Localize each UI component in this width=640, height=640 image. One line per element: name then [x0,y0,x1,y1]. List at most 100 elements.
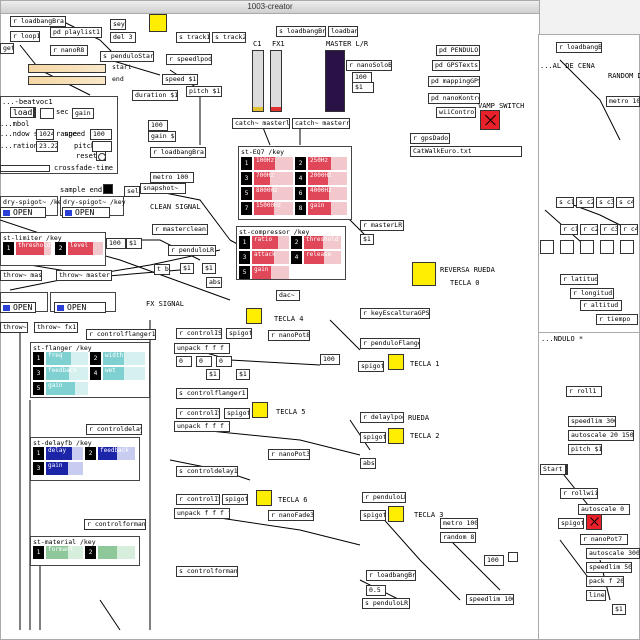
longitud-receiver[interactable]: r longitud [570,288,614,299]
speed-number[interactable]: 100 [90,129,112,140]
tecla5-bang[interactable] [252,402,268,418]
spigot-5[interactable]: spigot [222,494,248,505]
right-dollar-1[interactable]: $1 [612,604,626,615]
pd-mappinggps[interactable]: pd mappingGPS [428,76,480,87]
end-slider[interactable] [28,76,106,85]
c1-receiver[interactable]: r c1 [560,224,578,235]
playlist-subpatch[interactable]: pd playlist1 [50,27,102,38]
pd-nanokontrol[interactable]: pd nanoKontrol [428,93,480,104]
nanopot7-receiver[interactable]: r nanoPot7 [580,534,628,545]
rollwii-receiver[interactable]: r rollwii [560,488,598,499]
nanopot8-receiver[interactable]: r nanoPot8 [268,330,310,341]
loadbang-object[interactable]: loadbang [328,26,358,37]
tb-object[interactable]: t b [154,264,170,275]
loadbang-receiver-3[interactable]: r loadbangBra [366,570,416,581]
window-size-number[interactable]: 1024 [36,129,54,140]
metro-toggle[interactable] [508,552,518,562]
loadbang-receiver[interactable]: r loadbangBra [10,16,66,27]
sec-number[interactable] [40,108,54,119]
send-track1[interactable]: s track1 [176,32,210,43]
line-object[interactable]: line [586,590,606,601]
roll1-receiver[interactable]: r roll1 [566,386,602,397]
number-100b[interactable]: 100 [106,238,126,249]
pendulo-flanger-receiver[interactable]: r penduloFlanger [360,338,420,349]
latitud-receiver[interactable]: r latitud [560,274,598,285]
start-message[interactable]: Start [540,464,568,475]
c1-fader[interactable] [252,50,264,112]
master-fader[interactable] [325,50,345,112]
speed-receiver[interactable]: r speedlpod [166,54,212,65]
dollar-msg-4[interactable]: $1 [360,234,374,245]
send-controldelay-1[interactable]: s controldelay1 [176,466,238,477]
pack-f-20[interactable]: pack f 20 [586,576,624,587]
open-button-1[interactable]: OPEN [0,207,46,218]
sel-1-object[interactable]: sel 1 [124,186,140,197]
gain-send[interactable]: gain $1 [148,131,176,142]
right-metro[interactable]: metro 10 [606,96,640,107]
reversa-rueda-bang[interactable] [412,262,436,286]
throw-masterl[interactable]: throw~ masterl [0,270,42,281]
dollar-msg-1[interactable]: $1 [126,238,142,249]
reset-bang[interactable] [96,151,106,161]
dollar-msg-5[interactable]: $1 [206,369,220,380]
crossfade-slider[interactable] [0,165,50,172]
spigot-2[interactable]: spigot [358,361,384,372]
spigot-6[interactable]: spigot [360,510,386,521]
track-bang-yellow[interactable] [149,14,167,32]
dollar-msg-2[interactable]: $1 [180,263,194,274]
c2-receiver[interactable]: r c2 [580,224,598,235]
controlist-receiver-3[interactable]: r controlIST [176,494,220,505]
open-button-4[interactable]: OPEN [54,302,106,313]
right-loadbang[interactable]: r loadbangBra [556,42,602,53]
abs-object[interactable]: abs [206,277,222,288]
right-toggle-4[interactable] [600,240,614,254]
master-clean-receiver[interactable]: r masterclean1 [152,224,208,235]
c3-send[interactable]: s c3 [596,197,614,208]
send-pendulolr[interactable]: s penduloLR [362,598,410,609]
nano-r8-receiver[interactable]: r nanoR8 [50,45,88,56]
dollar-msg-3[interactable]: $1 [202,263,216,274]
send-loadbang[interactable]: s loadbangBra [276,26,326,37]
unpack-2[interactable]: unpack f f f f [174,421,230,432]
load-button[interactable]: load [10,107,36,118]
tecla4-bang[interactable] [246,308,262,324]
fx1-fader[interactable] [270,50,282,112]
spigot-1[interactable]: spigot [226,328,252,339]
spigot-4[interactable]: spigot [360,432,386,443]
spigot-3[interactable]: spigot [224,408,250,419]
nanosolo-receiver[interactable]: r nanoSoloB [346,60,392,71]
gain-number[interactable]: gain [72,108,94,119]
autoscale-0-1[interactable]: autoscale 0 1 [578,504,630,515]
pitch-send-right[interactable]: pitch $1 [568,444,602,455]
send-track2[interactable]: s track2 [212,32,246,43]
wiicontrol[interactable]: wiiControl [436,107,476,118]
tecla6-bang[interactable] [256,490,272,506]
right-toggle-3[interactable] [580,240,594,254]
dac-object[interactable]: dac~ [276,290,300,301]
speed-message[interactable]: speed $1 [162,74,198,85]
loadbang-receiver-2[interactable]: r loadbangBra [150,147,206,158]
masterlr-receiver[interactable]: r masterLR [360,220,404,231]
snapshot-object[interactable]: snapshot~ [140,183,186,194]
tecla2-bang[interactable] [388,428,404,444]
vamp-switch-toggle[interactable] [480,110,500,130]
number-row1b[interactable]: 0 [196,356,212,367]
nanopot3-receiver[interactable]: r nanoPot3 [268,449,310,460]
controlformant-receiver[interactable]: r controlformant [84,519,146,530]
c3-receiver[interactable]: r c3 [600,224,618,235]
speedlim-50[interactable]: speedlim 50 [586,562,632,573]
spigot-object[interactable]: get [0,43,14,54]
